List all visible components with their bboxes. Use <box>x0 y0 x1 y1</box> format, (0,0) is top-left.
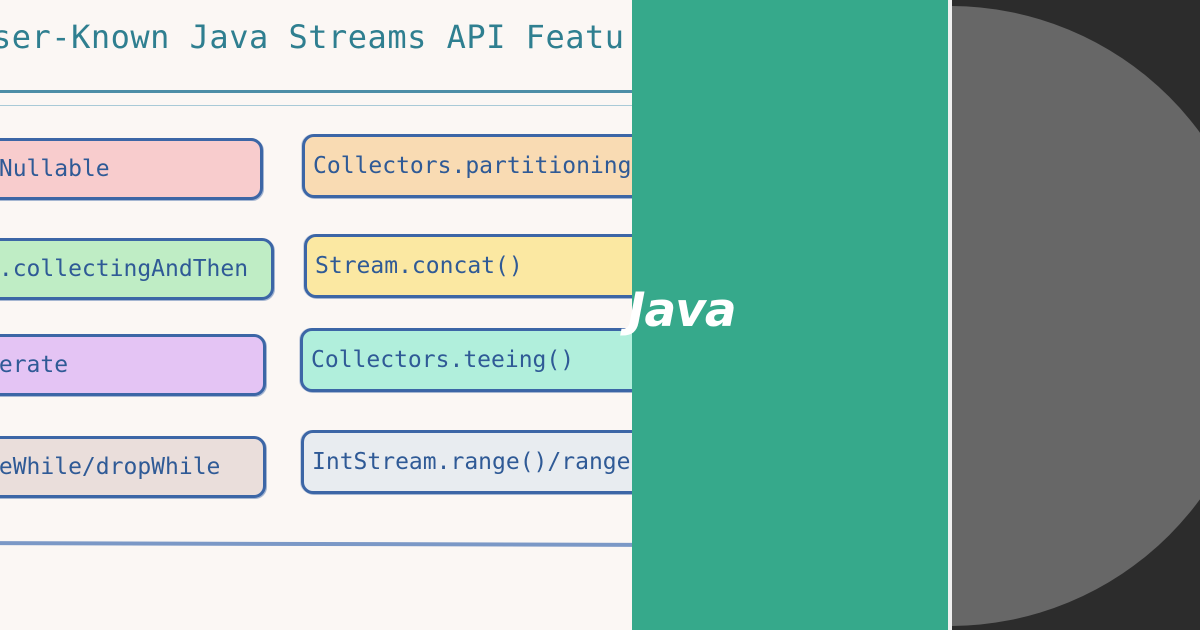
feature-label: Collectors.partitioning <box>313 153 632 179</box>
feature-pill-8: IntStream.range()/range <box>301 430 632 494</box>
feature-label: Stream.concat() <box>315 253 523 279</box>
feature-label: Collectors.teeing() <box>311 347 575 373</box>
gray-circle <box>952 6 1200 626</box>
feature-label: keWhile/dropWhile <box>0 454 221 480</box>
feature-label: terate <box>0 352 69 378</box>
feature-pill-7: Collectors.teeing() <box>300 328 632 392</box>
java-wordmark: Java <box>628 283 737 338</box>
feature-pill-6: Stream.concat() <box>304 234 632 298</box>
feature-label: fNullable <box>0 156 110 182</box>
bottom-rule <box>0 541 632 549</box>
java-panel: Java <box>628 0 950 630</box>
feature-label: IntStream.range()/range <box>312 449 631 475</box>
panel-divider <box>948 0 952 630</box>
feature-pill-4: keWhile/dropWhile <box>0 436 266 498</box>
feature-label: s.collectingAndThen <box>0 256 249 282</box>
feature-pill-5: Collectors.partitioning <box>302 134 632 198</box>
slide-title: ser-Known Java Streams API Featu <box>0 18 625 56</box>
feature-pill-3: terate <box>0 334 266 396</box>
dark-panel <box>952 0 1200 630</box>
feature-pill-1: fNullable <box>0 138 263 200</box>
title-underline <box>0 90 632 106</box>
feature-pill-2: s.collectingAndThen <box>0 238 274 300</box>
streams-slide: ser-Known Java Streams API Featu fNullab… <box>0 0 632 630</box>
